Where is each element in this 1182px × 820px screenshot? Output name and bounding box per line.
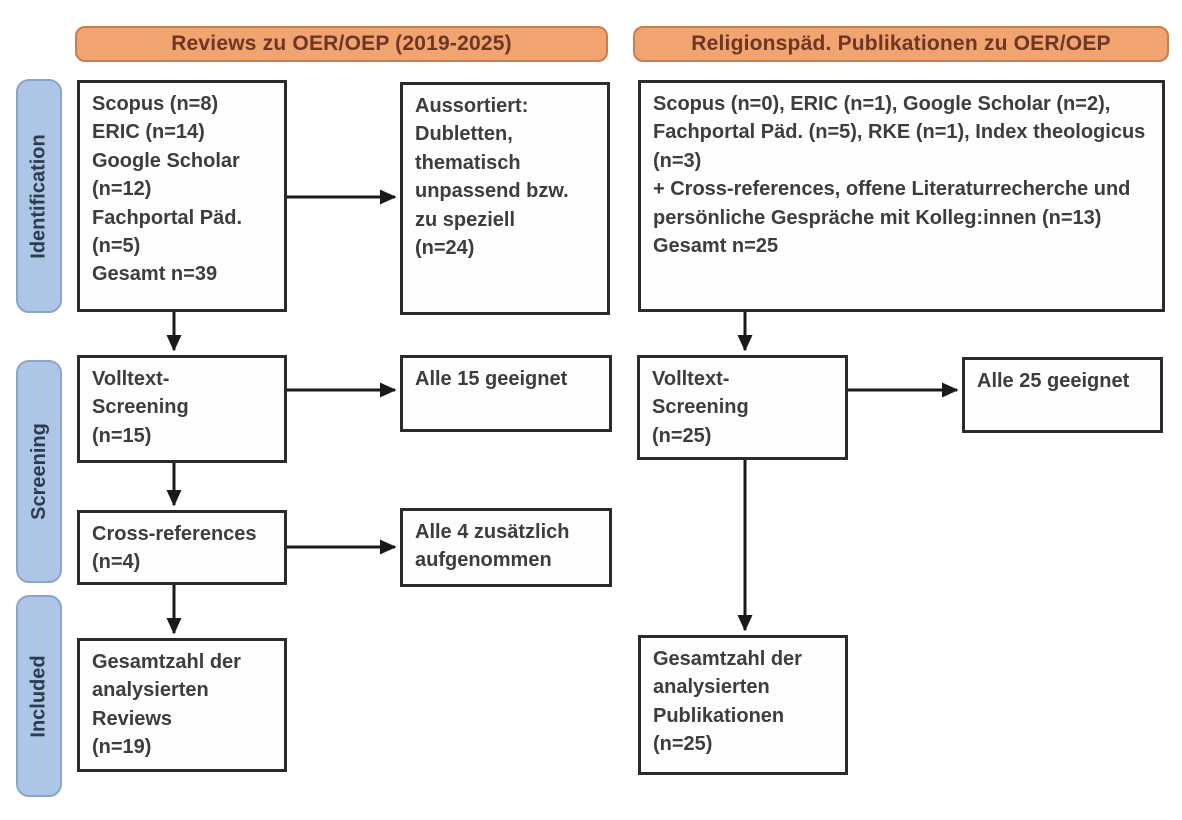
box-left-fulltext-result: Alle 15 geeignet (400, 355, 612, 432)
column-header-religionspaed: Religionspäd. Publikationen zu OER/OEP (633, 26, 1169, 62)
stage-label-identification-text: Identification (27, 133, 50, 259)
box-right-fulltext-screening: Volltext- Screening (n=25) (637, 355, 848, 460)
box-left-cross-references-result: Alle 4 zusätzlich aufgenommen (400, 508, 612, 587)
stage-label-included: Included (16, 595, 62, 797)
box-left-identification-sources: Scopus (n=8) ERIC (n=14) Google Scholar … (77, 80, 287, 312)
stage-label-identification: Identification (16, 79, 62, 313)
box-left-fulltext-screening: Volltext- Screening (n=15) (77, 355, 287, 463)
stage-label-screening-text: Screening (27, 423, 50, 520)
box-left-cross-references: Cross-references (n=4) (77, 510, 287, 585)
column-header-reviews: Reviews zu OER/OEP (2019-2025) (75, 26, 608, 62)
box-right-fulltext-result: Alle 25 geeignet (962, 357, 1163, 433)
stage-label-screening: Screening (16, 360, 62, 583)
box-right-identification-sources: Scopus (n=0), ERIC (n=1), Google Scholar… (638, 80, 1165, 312)
stage-label-included-text: Included (27, 654, 50, 738)
box-left-excluded: Aussortiert: Dubletten, thematisch unpas… (400, 82, 610, 315)
box-right-included-total: Gesamtzahl der analysierten Publikatione… (638, 635, 848, 775)
box-left-included-total: Gesamtzahl der analysierten Reviews (n=1… (77, 638, 287, 772)
